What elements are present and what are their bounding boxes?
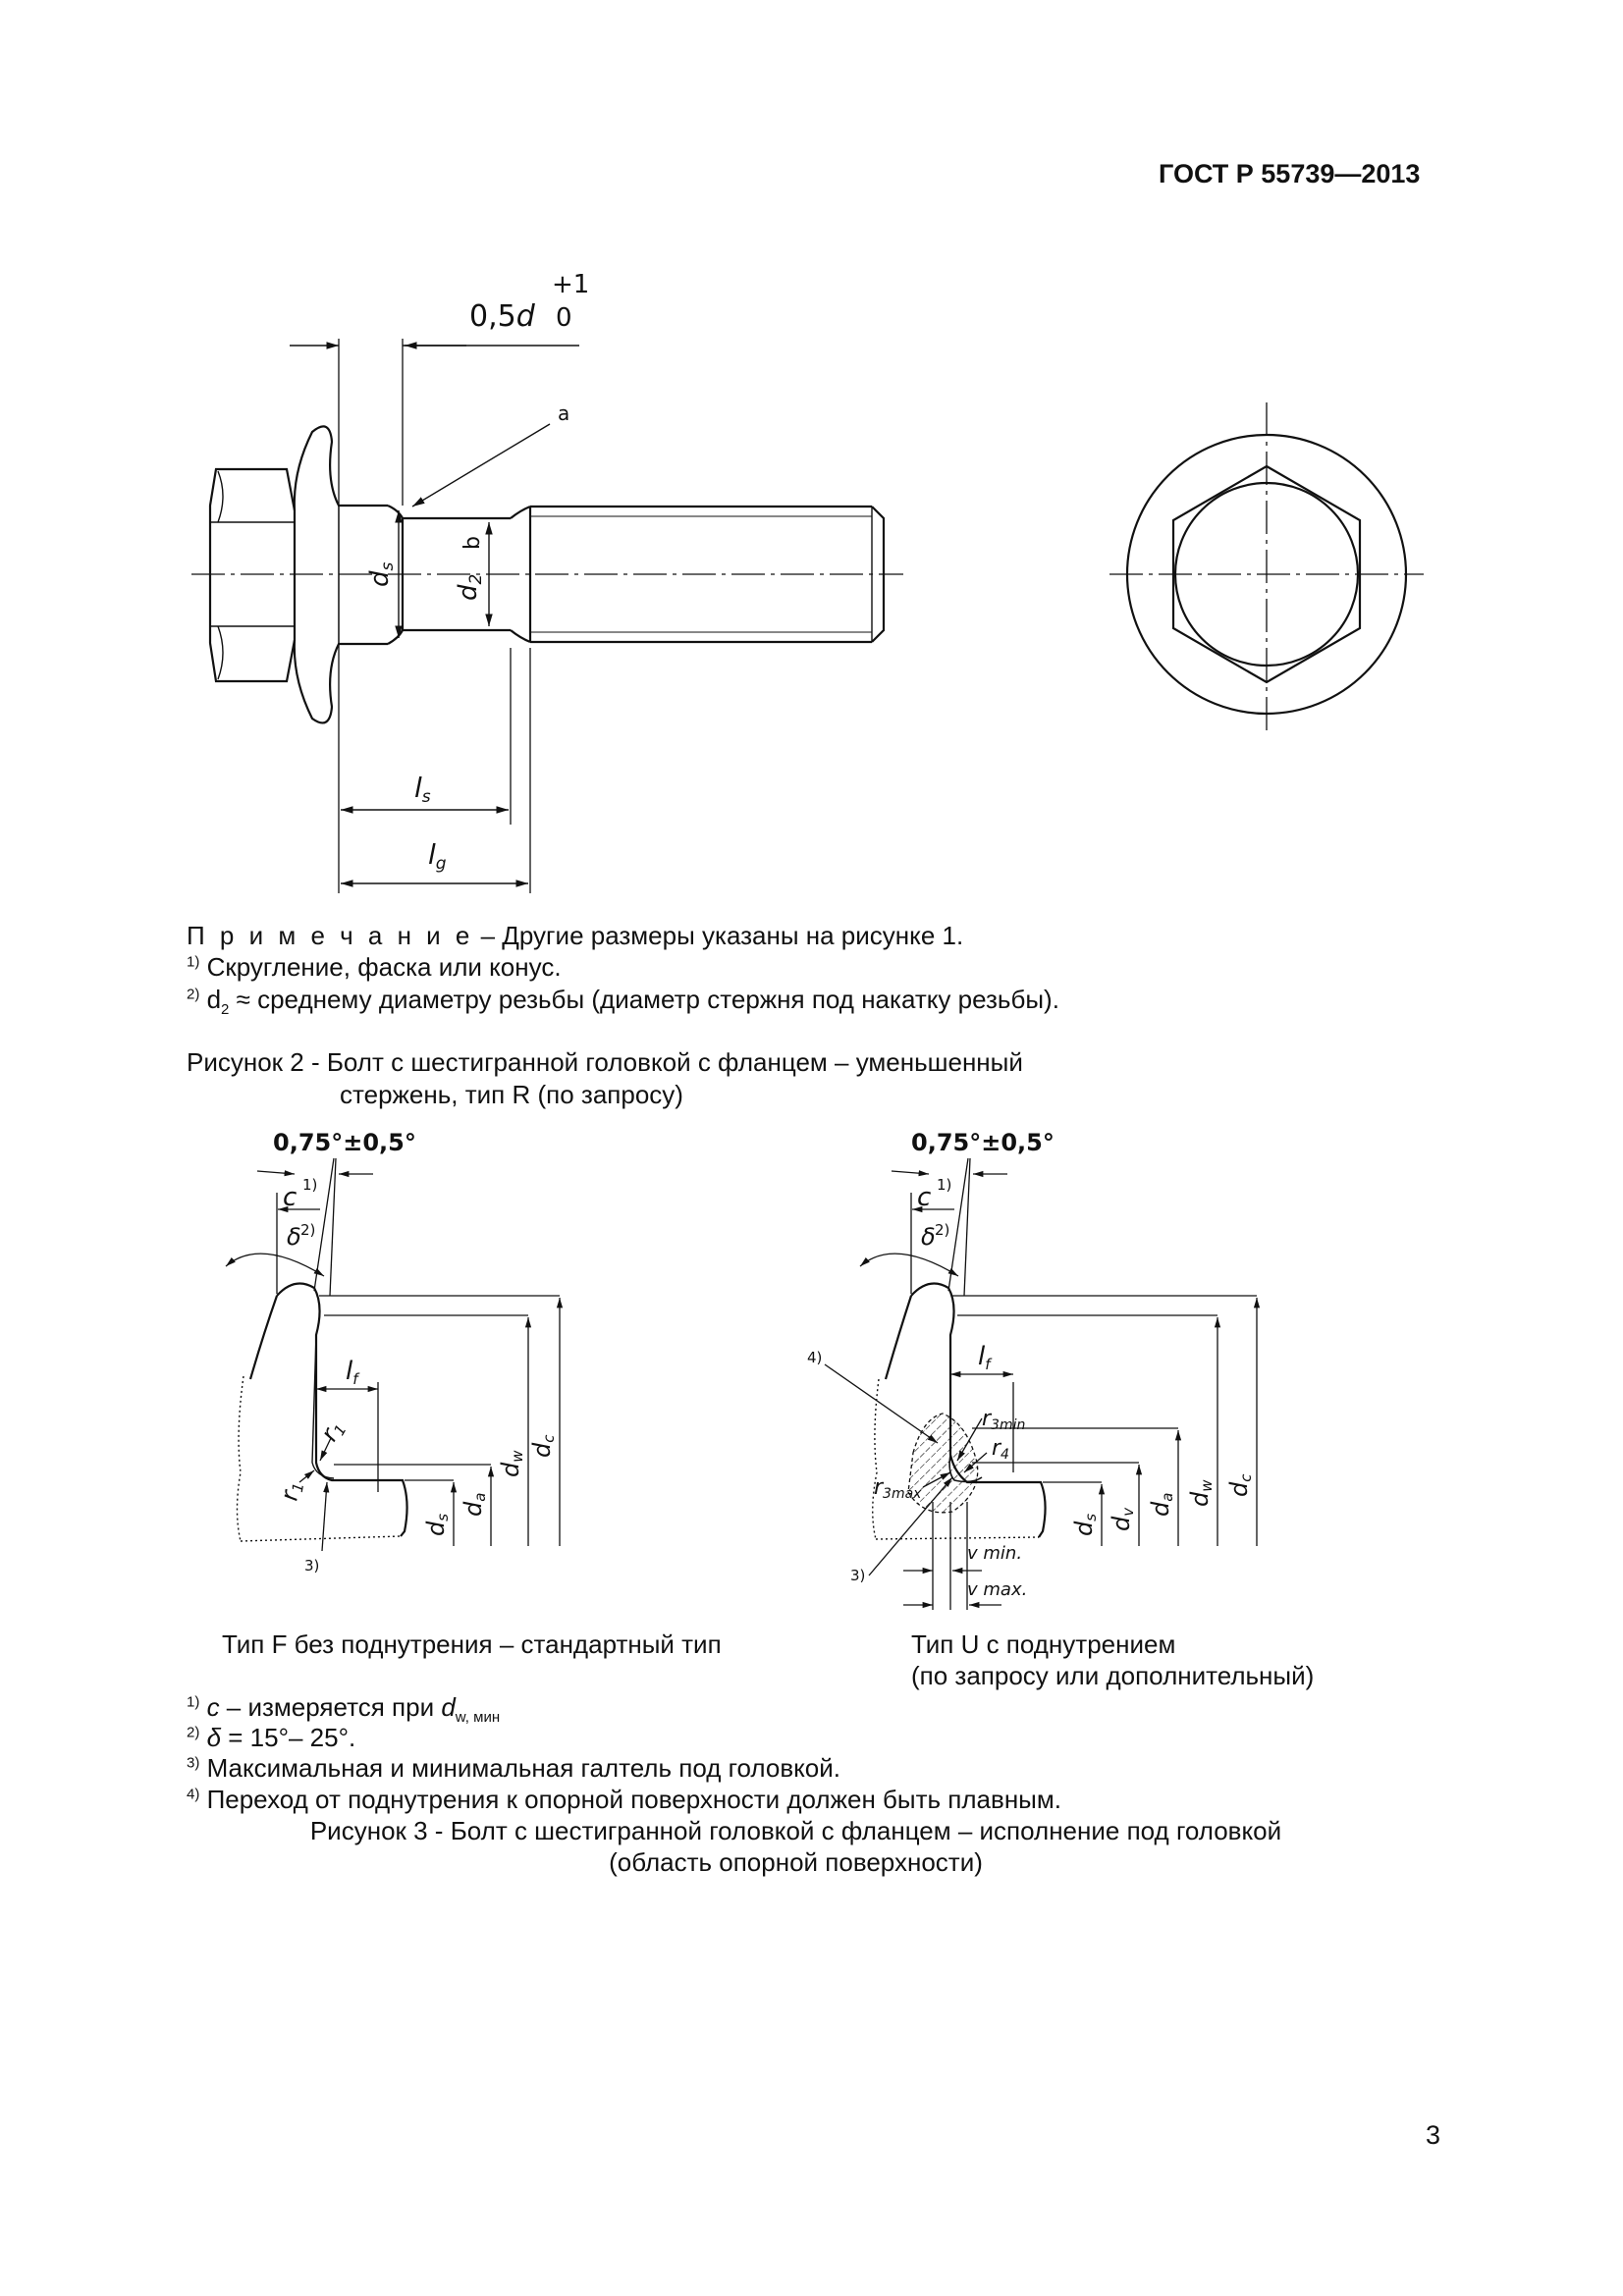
type-u-caption-line1: Тип U с поднутрением <box>911 1629 1176 1659</box>
figure-3-caption-line1: Рисунок 3 - Болт с шестигранной головкой… <box>309 1816 1282 1845</box>
right-angle-label: 0,75°±0,5° <box>911 1129 1055 1156</box>
left-da-label: da <box>460 1493 489 1517</box>
d2-label: d2 <box>454 574 486 601</box>
b-label: b <box>460 536 485 550</box>
type-f-caption: Тип F без поднутрения – стандартный тип <box>222 1629 722 1659</box>
right-vmin-label: v min. <box>967 1543 1022 1564</box>
left-dw-label: dw <box>497 1450 526 1477</box>
right-dv-label: dv <box>1108 1507 1137 1531</box>
figure-2-drawing: 0,5d +1 0 a ds d2 b ls lg <box>191 270 1424 893</box>
right-r3min-label: r3min <box>982 1407 1025 1433</box>
standard-number: ГОСТ Р 55739—2013 <box>1159 159 1421 188</box>
note-line: П р и м е ч а н и е – Другие размеры ука… <box>187 921 964 950</box>
right-delta-label: δ <box>921 1223 936 1251</box>
left-dc-label: dc <box>528 1434 558 1458</box>
right-vmax-label: v max. <box>967 1579 1027 1600</box>
footnote-1: 1) Скругление, фаска или конус. <box>187 952 562 982</box>
figure-2-caption-line2: стержень, тип R (по запросу) <box>340 1080 683 1109</box>
left-c-label: c <box>283 1183 297 1212</box>
lg-label: lg <box>428 838 447 874</box>
ds-label: ds <box>365 561 398 587</box>
right-dc-label: dc <box>1225 1473 1255 1497</box>
right-delta-mark: 2) <box>935 1221 949 1239</box>
footnote-2: 2) d2 ≈ среднему диаметру резьбы (диамет… <box>187 985 1059 1019</box>
figure-3-caption-line2: (область опорной поверхности) <box>609 1847 983 1877</box>
left-r1-label-a: r1 <box>315 1415 351 1447</box>
right-mark-4: 4) <box>807 1349 822 1366</box>
right-mark-3: 3) <box>850 1567 865 1584</box>
callout-a: a <box>558 401 569 425</box>
fig3-footnote-2: 2) δ = 15°– 25°. <box>187 1723 356 1752</box>
tolerance-upper: +1 <box>552 270 589 299</box>
fig3-footnote-1: 1) c – измеряется при dw, мин <box>187 1692 501 1727</box>
right-c-mark: 1) <box>937 1176 951 1194</box>
ls-label: ls <box>414 772 431 807</box>
figure-2-caption-line1: Рисунок 2 - Болт с шестигранной головкой… <box>187 1047 1023 1077</box>
left-delta-label: δ <box>287 1223 301 1251</box>
right-r4-label: r4 <box>992 1436 1009 1463</box>
right-r3max-label: r3max <box>874 1475 922 1502</box>
tolerance-dim: 0,5d <box>469 299 536 334</box>
right-dw-label: dw <box>1186 1479 1216 1507</box>
right-c-label: c <box>917 1183 931 1212</box>
right-da-label: da <box>1147 1493 1176 1517</box>
left-angle-label: 0,75°±0,5° <box>273 1129 416 1156</box>
fig3-footnote-4: 4) Переход от поднутрения к опорной пове… <box>187 1785 1061 1814</box>
right-lf-label: lf <box>978 1342 993 1373</box>
left-ds-label: ds <box>422 1514 452 1536</box>
type-u-caption-line2: (по запросу или дополнительный) <box>911 1661 1315 1690</box>
left-lf-label: lf <box>346 1357 360 1388</box>
right-ds-label: ds <box>1070 1514 1100 1536</box>
left-r1-label-b: r1 <box>275 1479 307 1503</box>
left-delta-mark: 2) <box>300 1221 315 1239</box>
page-number: 3 <box>1426 2120 1441 2150</box>
fig3-footnote-3: 3) Максимальная и минимальная галтель по… <box>187 1753 841 1783</box>
figure-3-drawing: 0,75°±0,5° c 1) δ 2) lf r1 r1 3) ds da d… <box>225 1129 1261 1610</box>
tolerance-lower: 0 <box>556 303 572 333</box>
left-mark-3: 3) <box>304 1557 319 1575</box>
left-c-mark: 1) <box>302 1176 317 1194</box>
